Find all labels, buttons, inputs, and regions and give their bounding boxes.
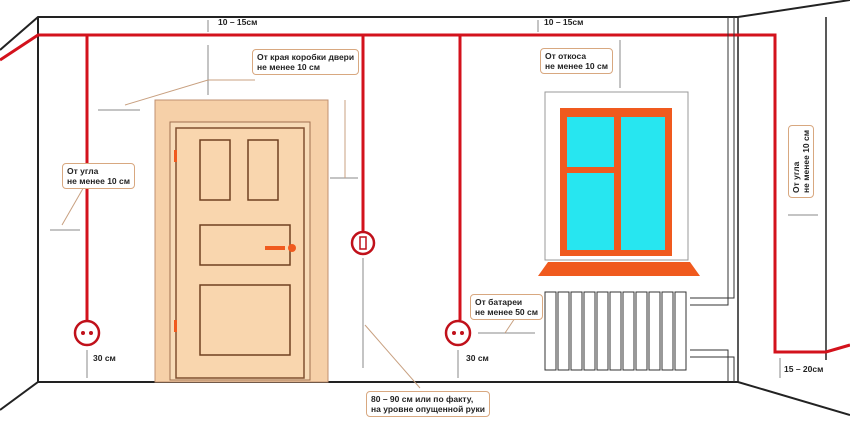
note-line: не менее 10 см [257,62,321,72]
note-line: От края коробки двери [257,52,355,62]
radiator [544,17,735,382]
socket-left [73,319,101,347]
note-line: От угла [67,166,99,176]
socket-right-height-label: 30 см [466,353,489,363]
note-line: От батареи [475,297,523,307]
note-line: 80 – 90 см или по факту, [371,394,474,404]
note-line: на уровне опущенной руки [371,404,485,414]
switch-height-note: 80 – 90 см или по факту,на уровне опущен… [366,391,490,417]
note-line: не менее 10 см [801,129,811,193]
note-line: От откоса [545,51,587,61]
socket-left-height-label: 30 см [93,353,116,363]
light-switch [350,230,376,256]
right-bottom-gap-label: 15 – 20см [784,364,824,374]
note-line: не менее 10 см [545,61,609,71]
note-line: не менее 50 см [475,307,539,317]
socket-right [444,319,472,347]
door [154,99,329,383]
top-right-gap-label: 10 – 15см [544,17,584,27]
wiring [0,33,850,354]
dimension-arrows [50,20,818,389]
note-line: не менее 10 см [67,176,131,186]
note-line: От угла [791,161,801,193]
window [538,91,700,276]
room-walls [0,0,850,416]
top-left-gap-label: 10 – 15см [218,17,258,27]
